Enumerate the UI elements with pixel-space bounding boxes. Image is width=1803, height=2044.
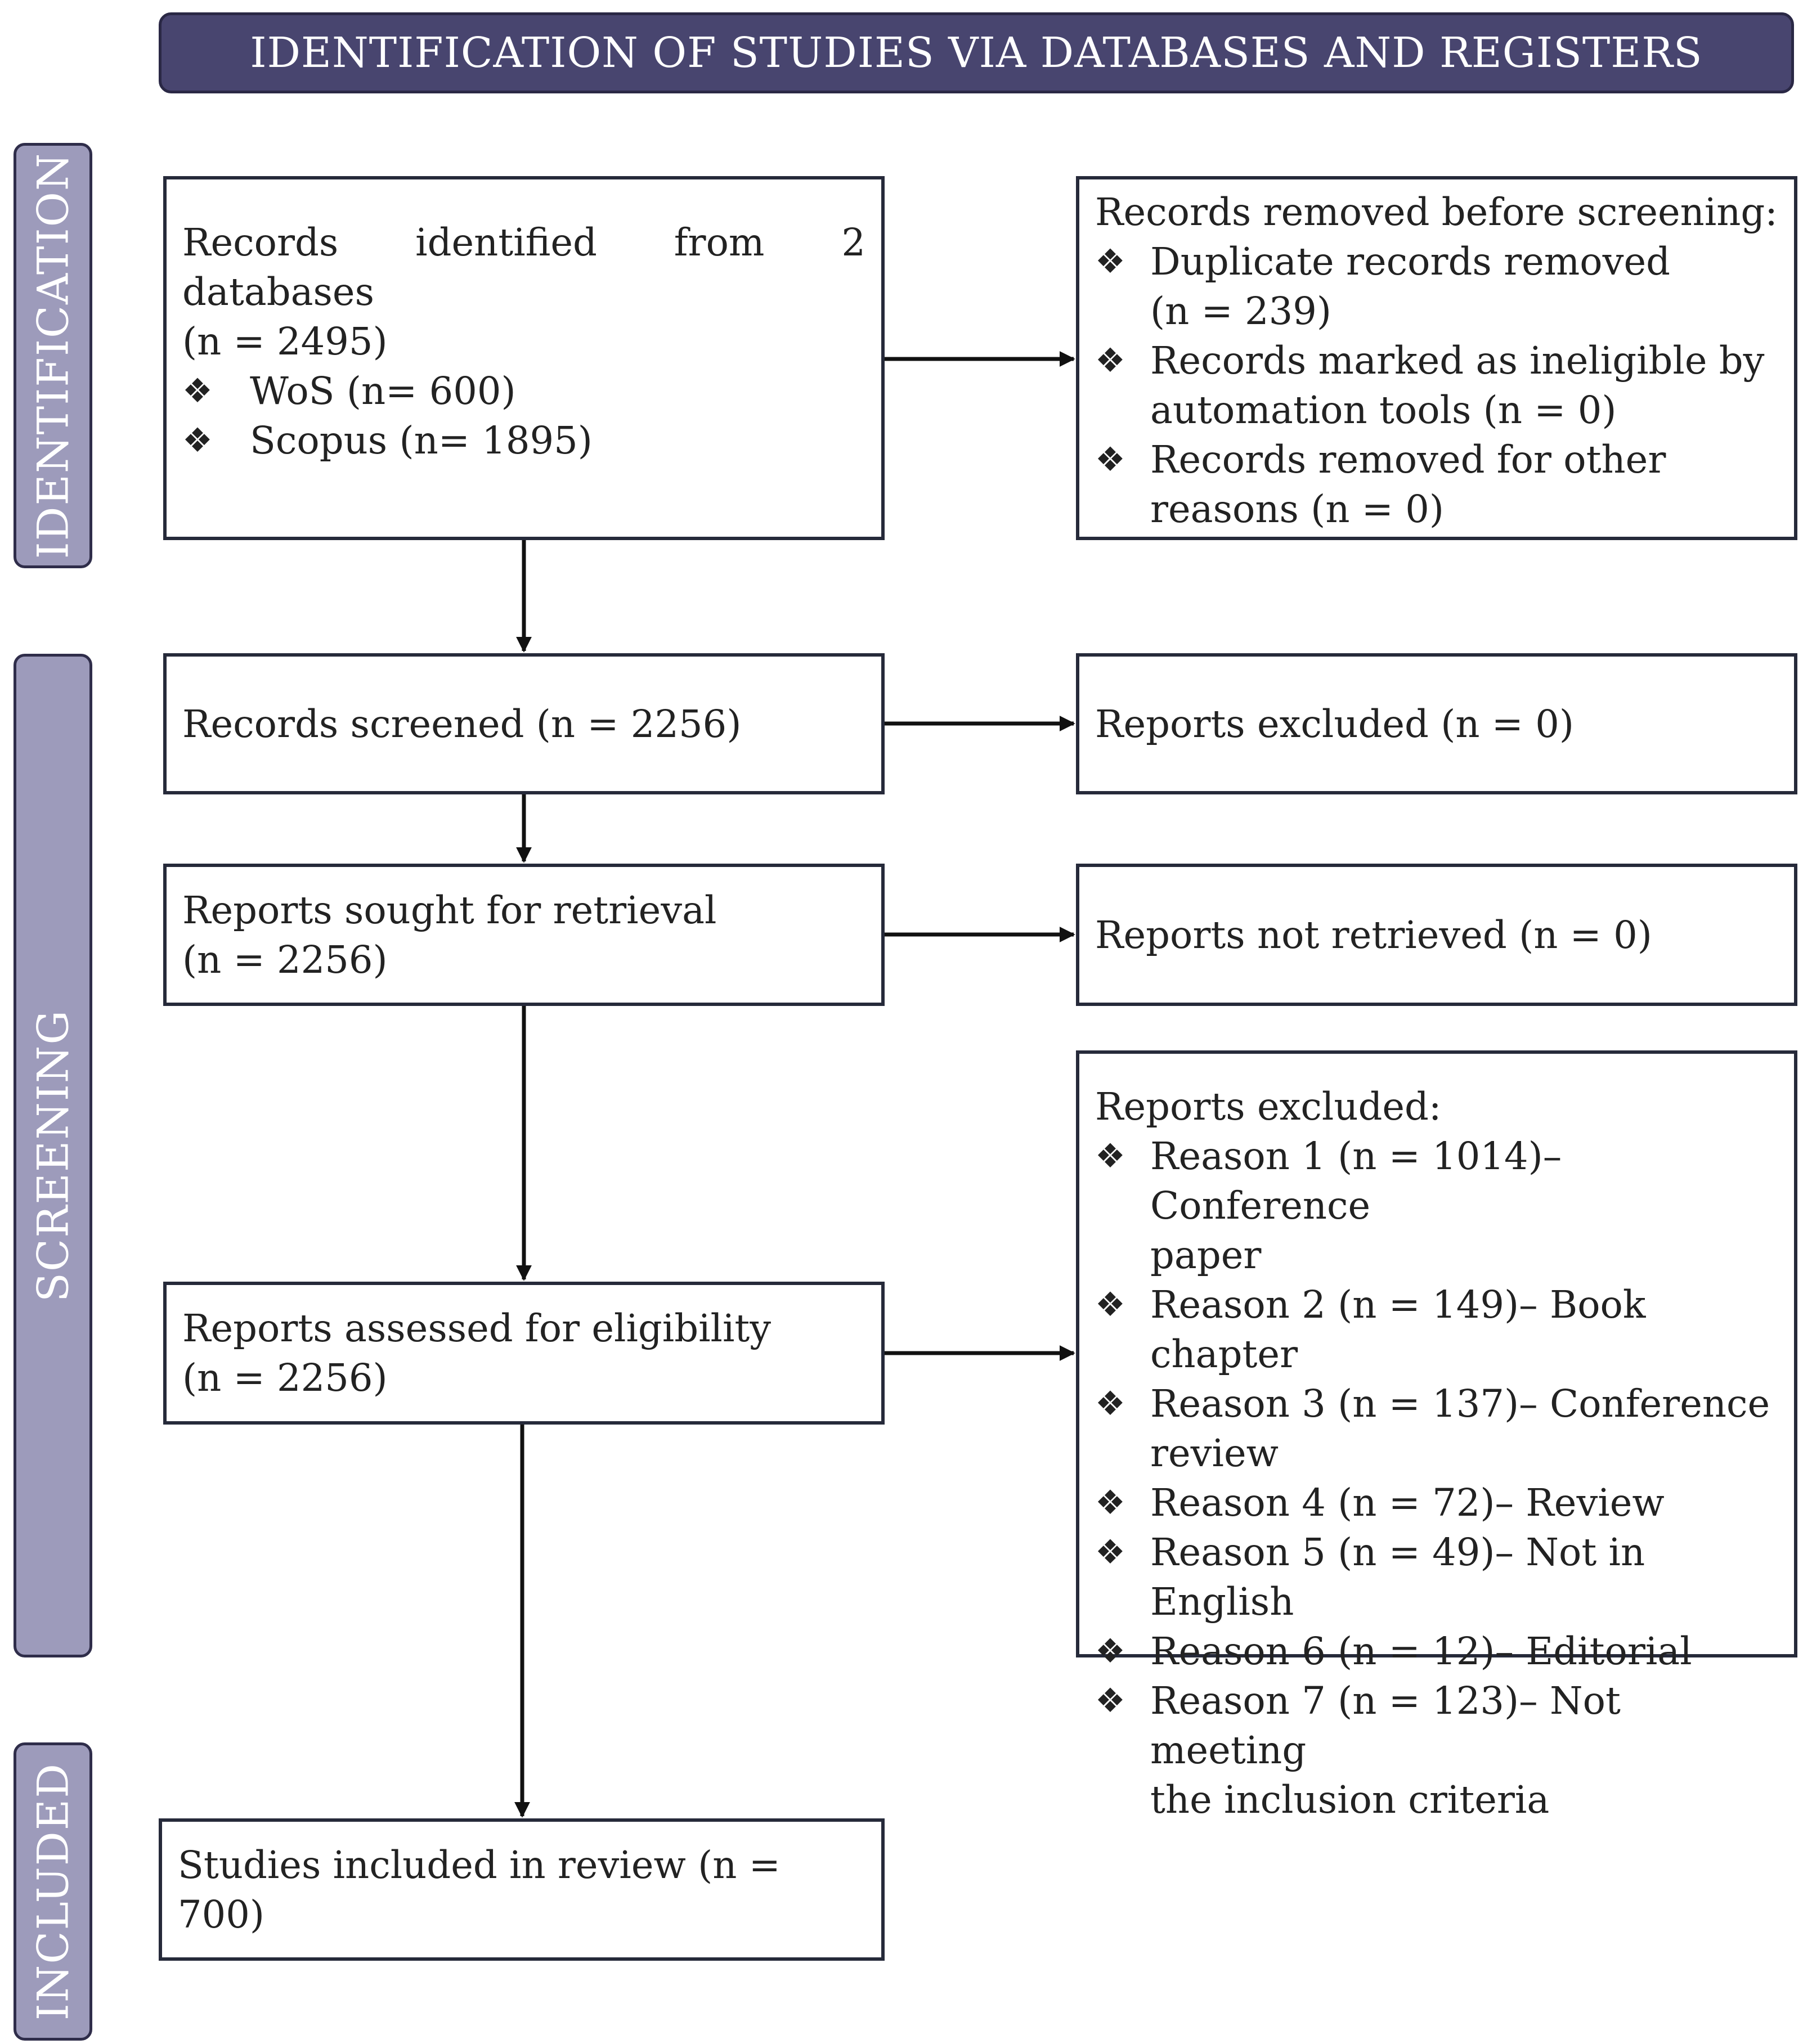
reason-text: Reason 1 (n = 1014)– Conference (1150, 1134, 1562, 1228)
bullet-icon: ❖ (1095, 1483, 1125, 1522)
reason-text: Reason 4 (n = 72)– Review (1150, 1481, 1665, 1525)
bullet-item: ❖ Records removed for other reasons (n =… (1095, 435, 1778, 534)
bullet-item: ❖ Scopus (n= 1895) (182, 416, 865, 465)
reason-text: Reason 5 (n = 49)– Not in English (1150, 1530, 1645, 1624)
removed-item-cont: automation tools (n = 0) (1150, 388, 1617, 432)
bullet-icon: ❖ (1095, 242, 1125, 281)
bullet-icon: ❖ (1095, 1533, 1125, 1572)
removed-item-text: Records marked as ineligible by (1150, 339, 1765, 383)
bullet-item: ❖ WoS (n= 600) (182, 366, 865, 416)
identified-title: Records identified from 2 databases (182, 220, 865, 314)
box-reports-excluded-zero: Reports excluded (n = 0) (1076, 653, 1797, 794)
reason-text: Reason 2 (n = 149)– Book chapter (1150, 1283, 1646, 1376)
bullet-item: ❖ Reason 5 (n = 49)– Not in English (1095, 1528, 1778, 1627)
reason-text: Reason 6 (n = 12)– Editorial (1150, 1629, 1692, 1673)
bullet-icon: ❖ (1095, 1681, 1125, 1720)
reports-excluded-zero-text: Reports excluded (n = 0) (1095, 702, 1575, 746)
header-title: IDENTIFICATION OF STUDIES VIA DATABASES … (250, 29, 1703, 77)
removed-item-text: Duplicate records removed (1150, 240, 1671, 284)
bullet-icon: ❖ (1095, 440, 1125, 479)
bullet-icon: ❖ (1095, 1632, 1125, 1671)
box-records-removed: Records removed before screening: ❖ Dupl… (1076, 176, 1797, 540)
box-records-screened: Records screened (n = 2256) (163, 653, 885, 794)
box-reports-assessed: Reports assessed for eligibility (n = 22… (163, 1282, 885, 1425)
bullet-item: ❖ Reason 3 (n = 137)– Conference review (1095, 1379, 1778, 1478)
phase-screening: SCREENING (14, 654, 92, 1657)
excluded-title: Reports excluded: (1095, 1085, 1442, 1129)
sought-line1: Reports sought for retrieval (182, 888, 717, 932)
bullet-item: ❖ Reason 7 (n = 123)– Not meeting the incl… (1095, 1676, 1778, 1825)
reason-cont: the inclusion criteria (1150, 1778, 1550, 1822)
bullet-icon: ❖ (1095, 341, 1125, 380)
box-records-identified: Records identified from 2 databases (n =… (163, 176, 885, 540)
included-text: Studies included in review (n = 700) (178, 1843, 781, 1937)
reason-cont: paper (1150, 1233, 1262, 1277)
removed-item-text: Records removed for other (1150, 438, 1666, 482)
box-reports-excluded-reasons: Reports excluded: ❖ Reason 1 (n = 1014)– … (1076, 1050, 1797, 1822)
reason-text: Reason 7 (n = 123)– Not meeting (1150, 1679, 1621, 1772)
bullet-item: ❖ Reason 4 (n = 72)– Review (1095, 1478, 1778, 1528)
box-reports-not-retrieved: Reports not retrieved (n = 0) (1076, 864, 1797, 1006)
assessed-line2: (n = 2256) (182, 1356, 388, 1400)
bullet-item: ❖ Records marked as ineligible by automa… (1095, 336, 1778, 435)
bullet-icon: ❖ (1095, 1285, 1125, 1324)
bullet-icon: ❖ (1095, 1384, 1125, 1423)
sought-line2: (n = 2256) (182, 937, 388, 982)
bullet-item: ❖ Reason 6 (n = 12)– Editorial (1095, 1627, 1778, 1676)
removed-title: Records removed before screening: (1095, 190, 1778, 234)
box-reports-sought: Reports sought for retrieval (n = 2256) (163, 864, 885, 1006)
bullet-icon: ❖ (1095, 1136, 1125, 1176)
bullet-icon: ❖ (182, 371, 213, 411)
identified-item-wos: WoS (n= 600) (250, 369, 516, 413)
phase-identification: IDENTIFICATION (14, 143, 92, 568)
removed-item-cont: reasons (n = 0) (1150, 487, 1444, 531)
reason-cont: review (1150, 1431, 1279, 1475)
phase-included: INCLUDED (14, 1742, 92, 2041)
header-banner: IDENTIFICATION OF STUDIES VIA DATABASES … (159, 12, 1794, 93)
not-retrieved-text: Reports not retrieved (n = 0) (1095, 913, 1652, 957)
assessed-line1: Reports assessed for eligibility (182, 1306, 772, 1350)
removed-item-cont: (n = 239) (1150, 289, 1332, 333)
identified-count: (n = 2495) (182, 319, 388, 363)
screened-text: Records screened (n = 2256) (182, 702, 742, 746)
bullet-item: ❖ Reason 2 (n = 149)– Book chapter (1095, 1280, 1778, 1379)
bullet-icon: ❖ (182, 420, 213, 460)
bullet-item: ❖ Reason 1 (n = 1014)– Conference paper (1095, 1131, 1778, 1280)
box-studies-included: Studies included in review (n = 700) (159, 1818, 885, 1961)
bullet-item: ❖ Duplicate records removed (n = 239) (1095, 237, 1778, 336)
reason-text: Reason 3 (n = 137)– Conference (1150, 1382, 1770, 1426)
identified-item-scopus: Scopus (n= 1895) (250, 418, 593, 462)
